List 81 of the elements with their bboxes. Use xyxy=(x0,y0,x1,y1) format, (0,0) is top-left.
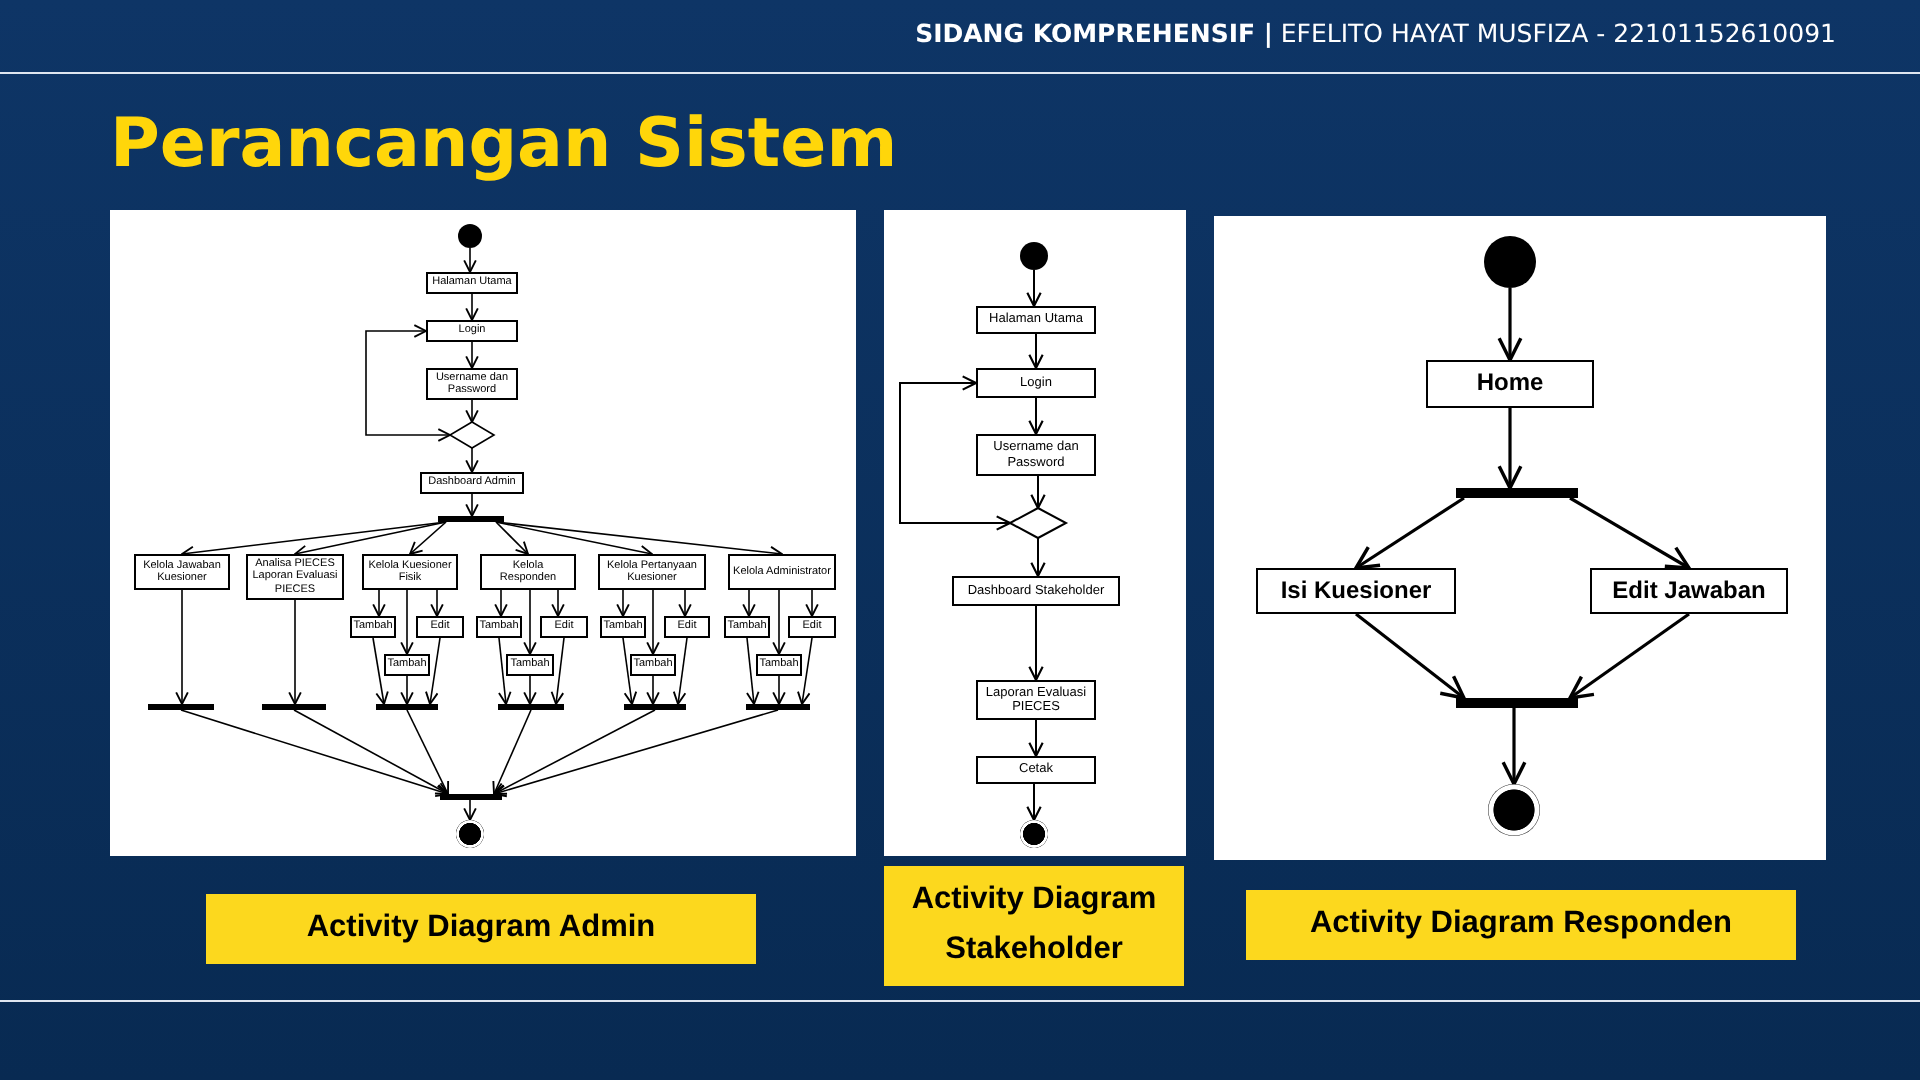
sync-bar xyxy=(438,516,504,522)
arrow xyxy=(1028,397,1044,436)
arrow xyxy=(1026,269,1042,308)
arrow xyxy=(1026,783,1042,822)
arrow xyxy=(1568,612,1690,700)
arrow xyxy=(742,589,756,617)
arrow xyxy=(372,637,389,705)
arrow xyxy=(293,709,449,795)
arrow xyxy=(400,589,414,655)
sync-bar xyxy=(1456,488,1578,498)
arrow xyxy=(646,675,660,705)
arrow xyxy=(465,341,479,369)
sync-bar xyxy=(148,704,214,710)
arrow xyxy=(465,447,479,473)
arrow xyxy=(1028,605,1044,682)
arrow xyxy=(550,637,565,705)
arrow xyxy=(1355,612,1466,700)
sync-bar xyxy=(624,704,686,710)
arrow xyxy=(175,589,189,705)
decision-diamond xyxy=(1010,508,1066,538)
sync-bar xyxy=(440,794,502,800)
arrow xyxy=(1030,537,1046,578)
arrow xyxy=(1497,288,1523,362)
caption-banner: Activity Diagram Responden xyxy=(1246,890,1796,960)
arrow xyxy=(465,293,479,321)
sync-bar xyxy=(746,704,810,710)
arrow xyxy=(288,599,302,705)
activity-box: Edit Jawaban xyxy=(1590,568,1788,614)
arrow xyxy=(746,637,760,705)
arrow xyxy=(616,589,630,617)
arrow xyxy=(1030,475,1046,510)
arrow xyxy=(1497,408,1523,490)
arrow xyxy=(495,521,529,555)
arrow xyxy=(294,521,447,559)
arrow xyxy=(463,799,477,821)
arrow xyxy=(772,589,786,655)
arrow xyxy=(1569,496,1691,570)
arrow xyxy=(523,589,537,655)
arrow xyxy=(646,589,660,655)
slide-title: Perancangan Sistem xyxy=(110,104,898,184)
arrow xyxy=(672,637,688,705)
arrow xyxy=(400,675,414,705)
arrow xyxy=(1501,708,1527,786)
arrow xyxy=(678,589,692,617)
sync-bar xyxy=(376,704,438,710)
arrow xyxy=(495,521,783,560)
arrow xyxy=(498,637,512,705)
arrow xyxy=(551,589,565,617)
arrow xyxy=(493,709,656,795)
arrow xyxy=(425,637,441,705)
arrow xyxy=(365,324,451,442)
header-text: SIDANG KOMPREHENSIF | EFELITO HAYAT MUSFIZA - 22101152610091 xyxy=(915,18,1836,48)
activity-box: Home xyxy=(1426,360,1594,408)
arrow xyxy=(492,709,532,795)
sync-bar xyxy=(262,704,326,710)
arrow xyxy=(1028,333,1044,370)
arrow xyxy=(1028,719,1044,758)
arrow xyxy=(494,589,508,617)
arrow xyxy=(495,521,653,559)
activity-box: Isi Kuesioner xyxy=(1256,568,1456,614)
arrow xyxy=(180,709,449,797)
arrow xyxy=(493,709,779,798)
arrow xyxy=(805,589,819,617)
arrow xyxy=(430,589,444,617)
arrow xyxy=(409,521,447,555)
arrow xyxy=(463,247,477,273)
arrow xyxy=(372,589,386,617)
arrow xyxy=(465,493,479,517)
sync-bar xyxy=(1456,698,1578,708)
arrow xyxy=(622,637,638,705)
arrow xyxy=(465,399,479,423)
arrow xyxy=(406,709,450,795)
arrow xyxy=(899,375,1012,531)
arrow xyxy=(797,637,813,705)
arrow xyxy=(523,675,537,705)
decision-diamond xyxy=(450,422,494,448)
caption-banner: Activity Diagram Admin xyxy=(206,894,756,964)
arrow xyxy=(772,675,786,705)
caption-banner: Activity Diagram Stakeholder xyxy=(884,866,1184,986)
sync-bar xyxy=(498,704,564,710)
arrow xyxy=(1354,496,1465,570)
